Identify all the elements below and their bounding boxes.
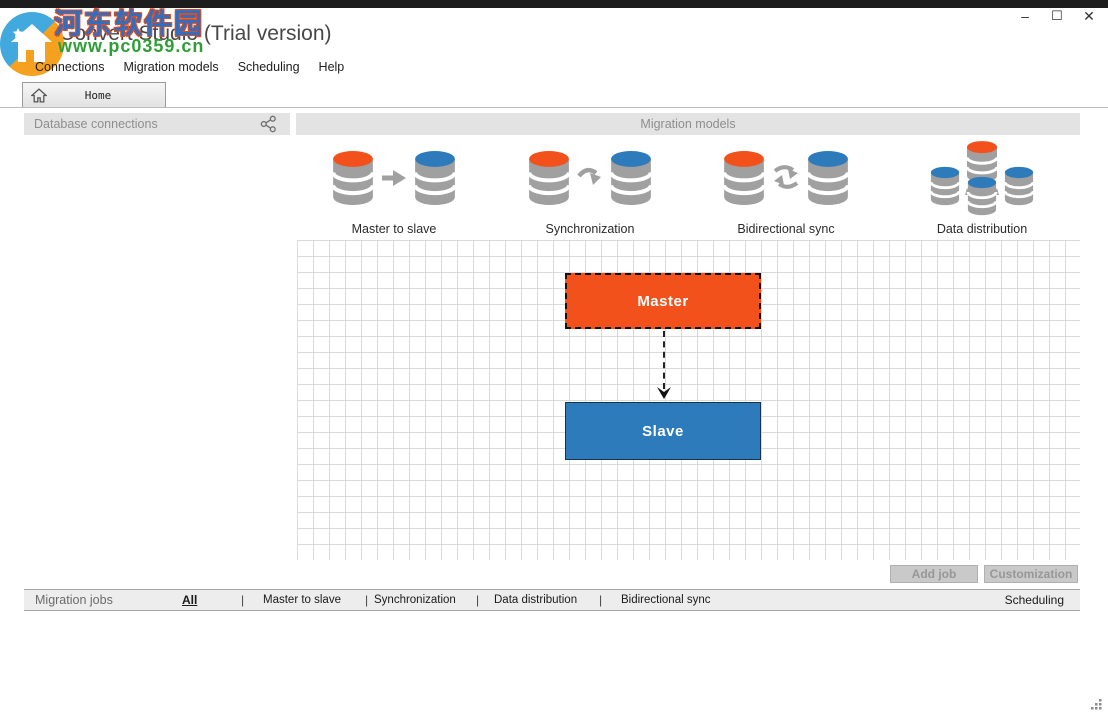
migration-design-canvas[interactable]: Master Slave [297, 240, 1080, 560]
connector-arrowhead-icon [657, 387, 671, 399]
database-orange-icon [329, 147, 377, 209]
master-slave-connector [663, 331, 665, 389]
database-connections-title: Database connections [34, 117, 158, 131]
maximize-button[interactable]: ☐ [1051, 8, 1063, 23]
tab-home-label: Home [84, 88, 112, 102]
menu-help[interactable]: Help [318, 60, 345, 74]
database-connections-header: Database connections [24, 113, 290, 135]
filter-bidirectional-sync[interactable]: Bidirectional sync [621, 594, 711, 606]
watermark-logo-icon [0, 12, 64, 76]
model-master-to-slave[interactable]: Master to slave [296, 138, 492, 238]
titlebar [0, 0, 1108, 8]
tab-home[interactable]: Home [22, 82, 166, 107]
database-blue-icon [411, 147, 459, 209]
model-label: Synchronization [545, 222, 635, 236]
model-data-distribution[interactable]: Data distribution [884, 138, 1080, 238]
bidirectional-arrows-icon [773, 165, 799, 189]
filter-synchronization[interactable]: Synchronization [374, 594, 456, 606]
menu-migration-models[interactable]: Migration models [123, 60, 219, 74]
slave-node[interactable]: Slave [565, 402, 761, 460]
master-node[interactable]: Master [565, 273, 761, 329]
migration-jobs-title: Migration jobs [35, 593, 113, 607]
menu-scheduling[interactable]: Scheduling [237, 60, 300, 74]
scheduling-link[interactable]: Scheduling [1004, 593, 1064, 607]
home-icon [31, 87, 47, 103]
menubar: Connections Migration models Scheduling … [35, 60, 344, 74]
database-blue-icon [965, 174, 999, 218]
master-node-label: Master [637, 292, 689, 310]
menu-connections[interactable]: Connections [35, 60, 105, 74]
app-title: DBConvert Studio (Trial version) [30, 22, 332, 45]
database-blue-icon [928, 164, 962, 208]
database-blue-icon [804, 147, 852, 209]
slave-node-label: Slave [642, 422, 684, 440]
minimize-button[interactable]: – [1021, 8, 1029, 24]
migration-jobs-bar: Migration jobs All | Master to slave | S… [24, 589, 1080, 611]
filter-data-distribution[interactable]: Data distribution [494, 594, 578, 606]
database-blue-icon [1002, 164, 1036, 208]
database-orange-icon [525, 147, 573, 209]
model-synchronization[interactable]: Synchronization [492, 138, 688, 238]
model-label: Bidirectional sync [737, 222, 835, 236]
watermark-site-name: 河东软件园 [54, 8, 205, 39]
filter-master-to-slave[interactable]: Master to slave [263, 594, 341, 606]
model-label: Data distribution [936, 222, 1028, 236]
close-button[interactable]: ✕ [1083, 8, 1095, 24]
filter-separator: | [241, 593, 245, 607]
share-connections-icon[interactable] [260, 115, 278, 140]
model-bidirectional-sync[interactable]: Bidirectional sync [688, 138, 884, 238]
migration-models-row: Master to slave Synchronization [296, 138, 1080, 238]
curved-arrow-icon [577, 167, 601, 185]
watermark-site-url: www.pc0359.cn [58, 36, 205, 56]
migration-models-header: Migration models [296, 113, 1080, 135]
resize-grip[interactable] [1090, 698, 1103, 711]
model-label: Master to slave [351, 222, 437, 236]
migration-models-title: Migration models [640, 117, 736, 131]
customization-button[interactable]: Customization [984, 565, 1078, 583]
filter-separator: | [476, 593, 480, 607]
database-blue-icon [607, 147, 655, 209]
database-orange-icon [720, 147, 768, 209]
window-controls: – ☐ ✕ [1014, 6, 1100, 26]
arrow-right-icon [382, 170, 406, 186]
tab-strip: Home [0, 82, 1108, 108]
filter-separator: | [599, 593, 603, 607]
filter-all[interactable]: All [182, 593, 198, 607]
filter-separator: | [365, 593, 369, 607]
add-job-button[interactable]: Add job [890, 565, 978, 583]
